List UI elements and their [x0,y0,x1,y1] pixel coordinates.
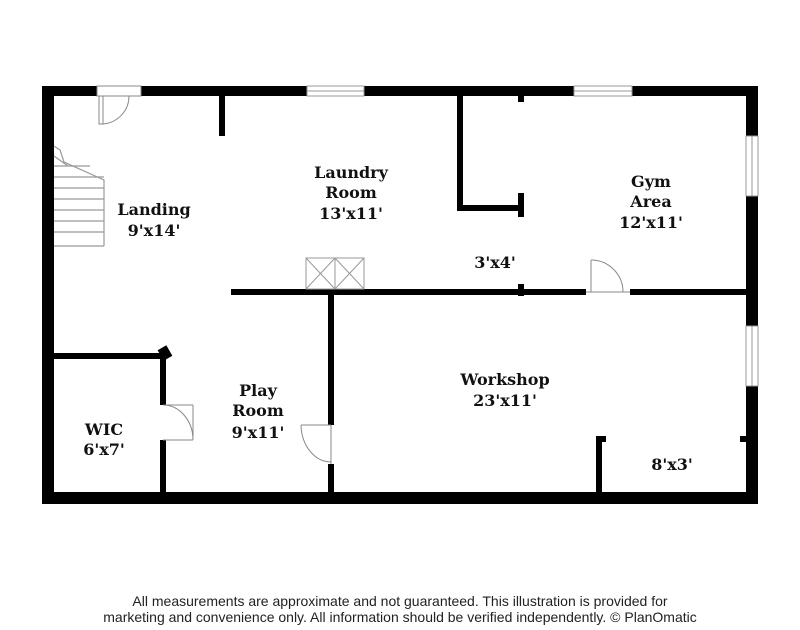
bottom-wall [42,492,758,504]
right-wall-mid [746,196,758,326]
landing-size: 9'x14' [128,221,181,240]
interior-walls [54,96,758,504]
washer-dryer [305,257,365,290]
workshop-name: Workshop [459,370,549,389]
nook-8x3-size: 8'x3' [651,455,693,474]
workshop-size: 23'x11' [473,391,537,410]
wall-gym-return [457,205,524,211]
wall-nook-left-top [596,436,606,442]
disclaimer-line-1: All measurements are approximate and not… [132,593,668,609]
top-wall-right [632,86,758,96]
left-wall [42,86,54,504]
wall-stub-landing [219,96,225,136]
play-size: 9'x11' [232,423,285,442]
disclaimer-line-2: marketing and convenience only. All info… [103,609,697,625]
window-top-laundry [306,85,365,97]
windows [306,85,759,387]
play-name-2: Room [232,401,284,420]
top-wall-left [42,86,97,96]
wall-horizontal-right [630,289,758,295]
wall-gym-left [457,96,463,211]
window-top-gym [573,85,633,97]
stairs [53,145,105,247]
wall-wic-top [54,353,166,359]
play-name-1: Play [239,381,277,400]
wall-wic-right-upper [160,353,166,405]
wall-nook-left [596,436,602,504]
wall-play-workshop-upper [328,289,334,425]
wall-nook-right [740,436,758,442]
wic-name: WIC [84,420,123,439]
interior-doors [162,259,630,464]
wall-stub-top-3x4 [518,96,524,102]
top-wall-mid [141,86,307,96]
right-wall-top [746,86,758,136]
wall-gym-return-end [518,193,524,217]
top-wall-center [364,86,574,96]
room-labels: Landing 9'x14' Laundry Room 13'x11' Gym … [83,163,693,474]
wall-wic-right-lower [160,440,166,504]
laundry-size: 13'x11' [319,204,383,223]
door-wic [162,404,194,441]
wall-horizontal-left [231,289,586,295]
gym-name-2: Area [629,192,671,211]
window-right-workshop [745,325,759,387]
wic-size: 6'x7' [83,440,125,459]
right-wall-bottom [746,386,758,504]
laundry-name-1: Laundry [314,163,389,182]
entry-door [96,85,142,125]
door-gym [586,259,630,293]
door-play [300,424,332,464]
window-right-gym [745,135,759,197]
landing-name: Landing [117,200,190,219]
exterior-walls [42,86,758,504]
disclaimer: All measurements are approximate and not… [0,593,800,625]
gym-size: 12'x11' [619,213,683,232]
dryer [334,257,365,290]
gym-name-1: Gym [631,172,671,191]
wall-play-workshop-lower [328,464,334,504]
closet-3x4-size: 3'x4' [474,253,516,272]
laundry-name-2: Room [325,183,377,202]
